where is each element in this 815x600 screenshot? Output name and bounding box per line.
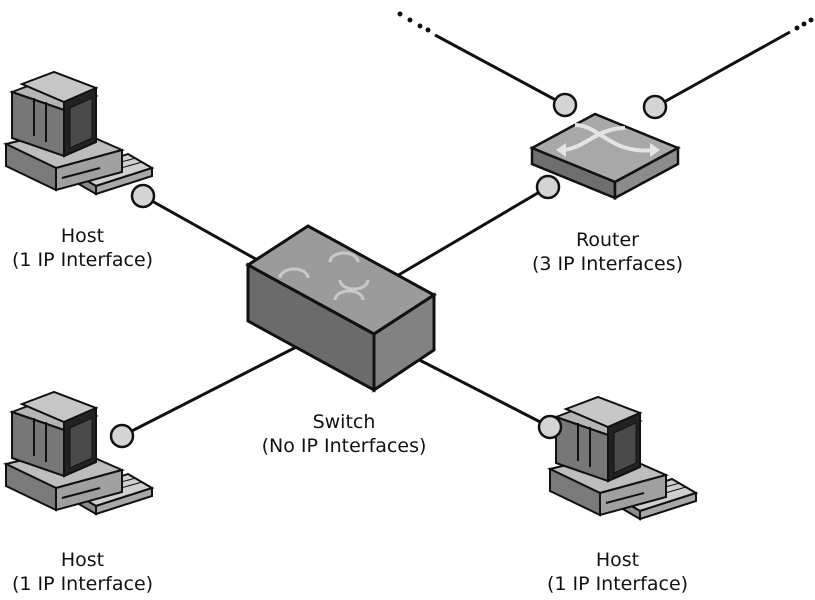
router-interface-count: (3 IP Interfaces): [531, 253, 684, 275]
switch-label: Switch (No IP Interfaces): [244, 410, 444, 458]
link-host-bottom-right-switch: [399, 348, 551, 429]
ip-interface-icon: [130, 183, 156, 209]
ip-interface-icon: [535, 174, 561, 200]
router-name: Router: [576, 229, 639, 251]
host-bottom-right-label: Host (1 IP Interface): [535, 548, 700, 596]
link-router-upstream-left: [434, 33, 566, 107]
switch-interface-count: (No IP Interfaces): [261, 435, 427, 457]
host-interface-count: (1 IP Interface): [546, 573, 689, 595]
switch-name: Switch: [312, 411, 376, 433]
host-bottom-left-icon: [5, 391, 153, 515]
router-icon: [529, 112, 681, 201]
host-name: Host: [60, 549, 105, 571]
link-host-bottom-left-switch: [121, 338, 311, 438]
ip-interface-icon: [109, 423, 135, 449]
host-top-left-label: Host (1 IP Interface): [0, 224, 165, 272]
host-interface-count: (1 IP Interface): [11, 249, 154, 271]
link-router-switch: [389, 185, 549, 282]
host-interface-count: (1 IP Interface): [11, 573, 154, 595]
host-name: Host: [595, 549, 640, 571]
host-name: Host: [60, 225, 105, 247]
router-label: Router (3 IP Interfaces): [520, 228, 695, 276]
link-router-upstream-right: [654, 30, 791, 109]
host-bottom-right-icon: [549, 396, 697, 520]
ip-interface-icon: [552, 92, 578, 118]
ip-interface-icon: [537, 414, 563, 440]
host-bottom-left-label: Host (1 IP Interface): [0, 548, 165, 596]
ip-interface-icon: [642, 94, 668, 120]
link-dots: [397, 11, 814, 33]
host-top-left-icon: [5, 71, 153, 195]
switch-icon: [245, 224, 437, 393]
